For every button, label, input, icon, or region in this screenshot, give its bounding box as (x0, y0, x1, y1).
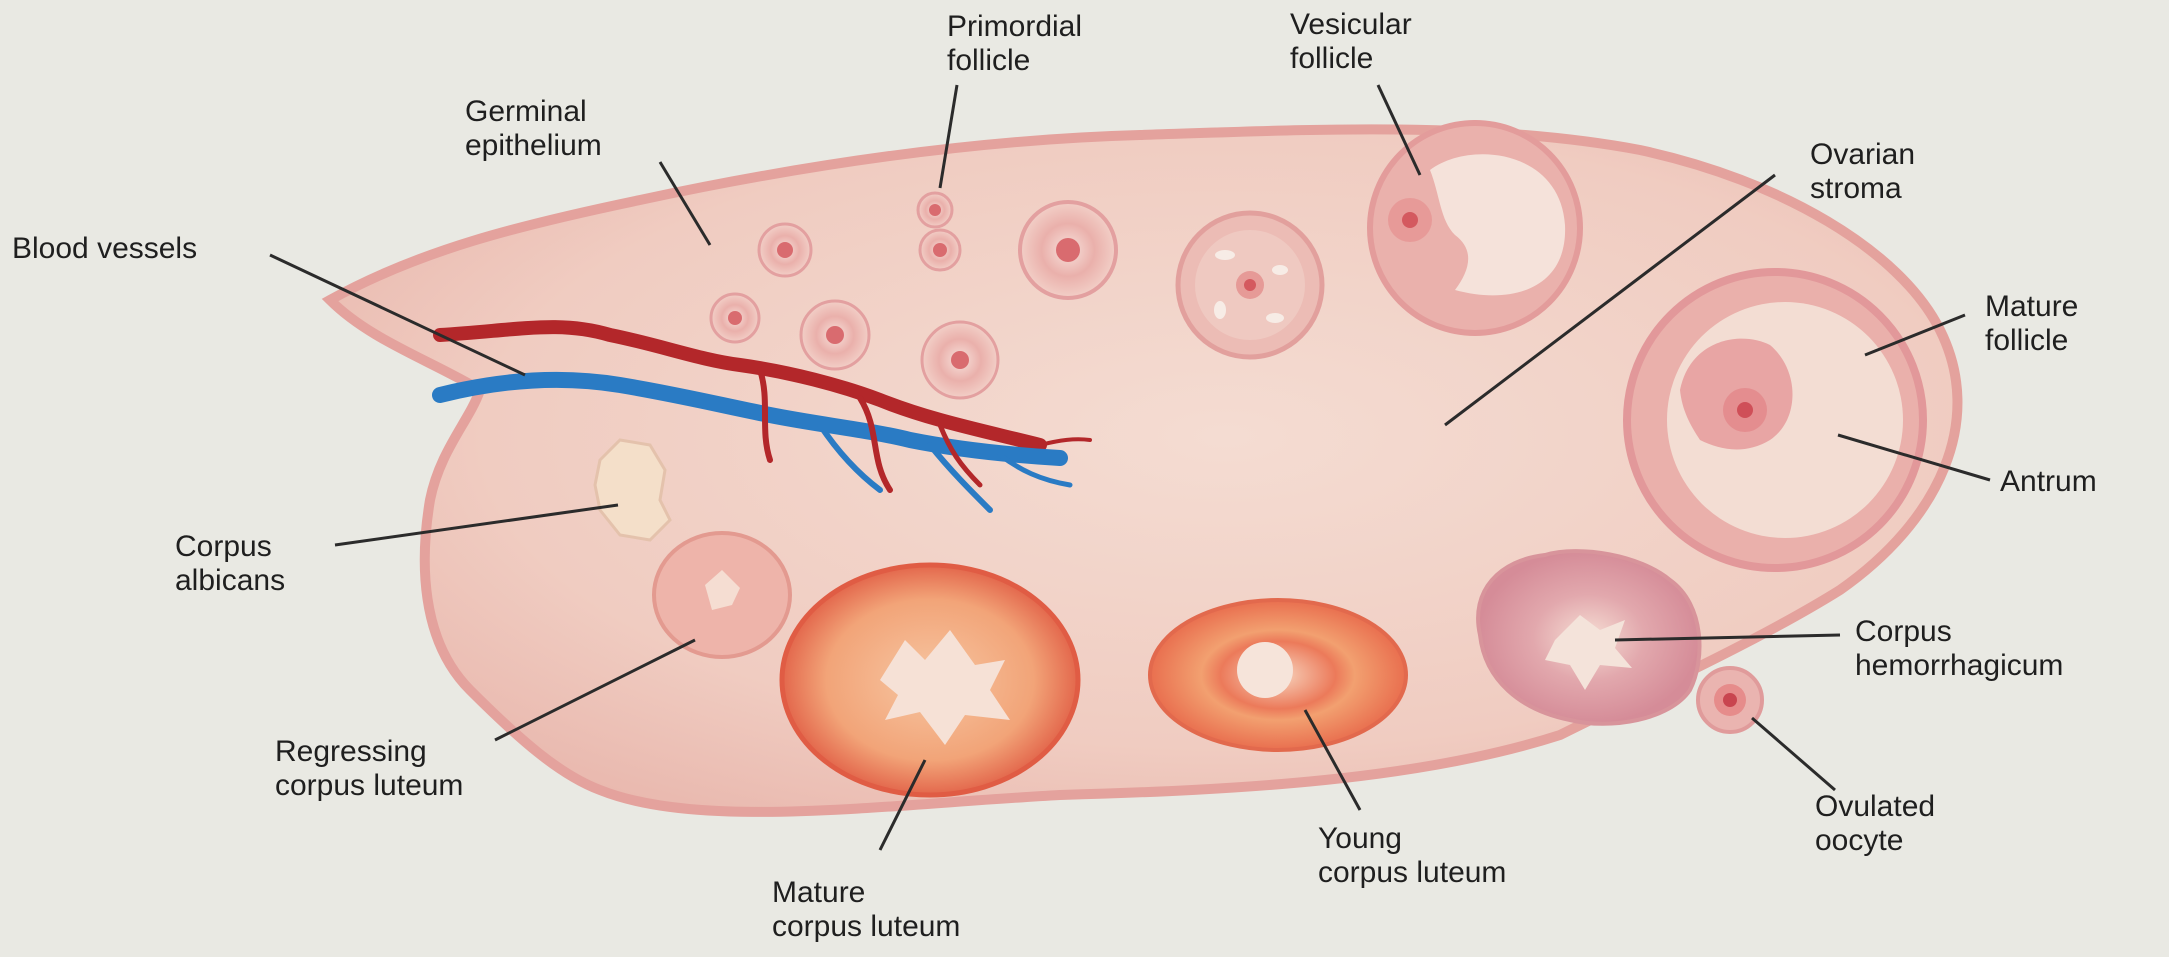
label-line: Mature (772, 876, 960, 910)
label-line: follicle (947, 44, 1082, 78)
mature-follicle (1627, 272, 1923, 568)
mature-corpus-luteum (782, 565, 1078, 795)
label-line: Regressing (275, 735, 463, 769)
label-regressing-corpus-luteum: Regressing corpus luteum (275, 735, 463, 803)
label-corpus-hemorrhagicum: Corpus hemorrhagicum (1855, 615, 2063, 683)
label-line: albicans (175, 564, 285, 598)
label-line: Antrum (2000, 465, 2097, 499)
label-line: corpus luteum (1318, 856, 1506, 890)
label-vesicular-follicle: Vesicular follicle (1290, 8, 1412, 76)
label-ovarian-stroma: Ovarian stroma (1810, 138, 1915, 206)
label-line: Mature (1985, 290, 2078, 324)
label-line: Primordial (947, 10, 1082, 44)
label-mature-corpus-luteum: Mature corpus luteum (772, 876, 960, 944)
ovulated-oocyte (1698, 668, 1762, 732)
label-line: Ovarian (1810, 138, 1915, 172)
label-ovulated-oocyte: Ovulated oocyte (1815, 790, 1935, 858)
label-line: Corpus (1855, 615, 2063, 649)
label-line: stroma (1810, 172, 1915, 206)
label-corpus-albicans: Corpus albicans (175, 530, 285, 598)
label-line: corpus luteum (275, 769, 463, 803)
label-line: follicle (1290, 42, 1412, 76)
label-line: Germinal (465, 95, 602, 129)
label-line: follicle (1985, 324, 2078, 358)
label-line: hemorrhagicum (1855, 649, 2063, 683)
label-blood-vessels: Blood vessels (12, 232, 197, 266)
label-primordial-follicle: Primordial follicle (947, 10, 1082, 78)
label-line: Young (1318, 822, 1506, 856)
vesicular-follicle (1370, 123, 1580, 333)
label-line: Blood vessels (12, 232, 197, 266)
label-germinal-epithelium: Germinal epithelium (465, 95, 602, 163)
label-line: Vesicular (1290, 8, 1412, 42)
secondary-follicle (1178, 213, 1322, 357)
label-mature-follicle: Mature follicle (1985, 290, 2078, 358)
label-line: Corpus (175, 530, 285, 564)
label-young-corpus-luteum: Young corpus luteum (1318, 822, 1506, 890)
young-corpus-luteum (1150, 600, 1406, 750)
label-antrum: Antrum (2000, 465, 2097, 499)
label-line: epithelium (465, 129, 602, 163)
label-line: Ovulated (1815, 790, 1935, 824)
label-line: corpus luteum (772, 910, 960, 944)
label-line: oocyte (1815, 824, 1935, 858)
regressing-corpus-luteum (654, 533, 790, 657)
